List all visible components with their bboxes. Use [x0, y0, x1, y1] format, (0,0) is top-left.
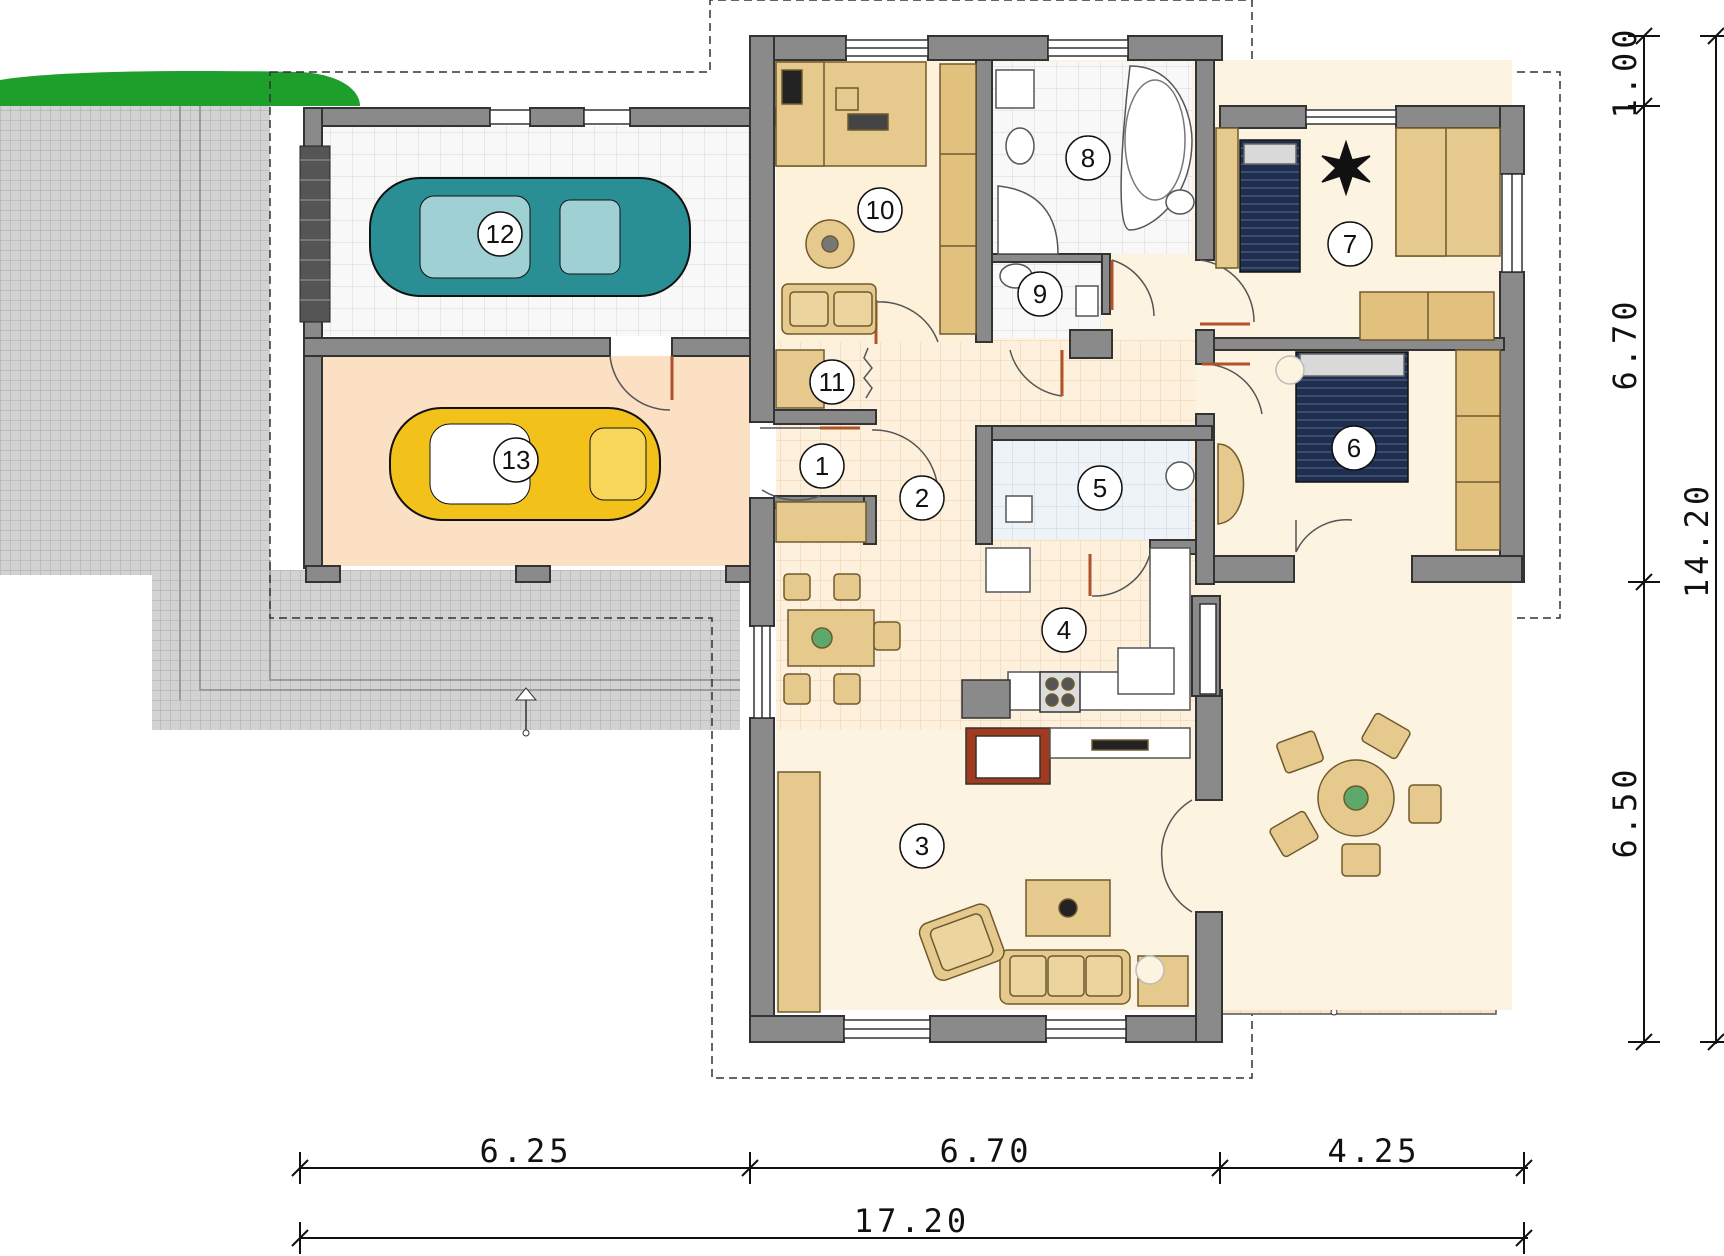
dimension-ticks [291, 27, 1724, 1254]
windows [489, 39, 1523, 1039]
room-7-badge-circle [1327, 221, 1373, 267]
room-11-number: 11 [819, 367, 846, 397]
room-1-number: 1 [815, 451, 829, 481]
room-7-number: 7 [1343, 229, 1357, 259]
dim-right-2: 6.70 [1606, 297, 1644, 390]
room-9-badge: 9 [1017, 271, 1063, 317]
lawn [0, 70, 360, 106]
room-3-number: 3 [915, 831, 929, 861]
garage-door [299, 145, 331, 323]
room-6-number: 6 [1347, 433, 1361, 463]
paved-driveway [0, 106, 740, 730]
dim-right-1: 1.00 [1606, 25, 1644, 118]
room-4-badge: 4 [1041, 607, 1087, 653]
room-3-badge: 3 [899, 823, 945, 869]
room-1-badge: 1 [799, 443, 845, 489]
room-9-badge-circle [1017, 271, 1063, 317]
dim-bottom-2: 6.70 [939, 1132, 1032, 1170]
room-12-number: 12 [486, 219, 515, 249]
room-13-number: 13 [502, 445, 531, 475]
room-4-number: 4 [1057, 615, 1071, 645]
room-12-badge: 12 [477, 211, 523, 257]
room-9-number: 9 [1033, 279, 1047, 309]
room-2-badge-circle [899, 475, 945, 521]
room-7-badge: 7 [1327, 221, 1373, 267]
room-10-badge-circle [857, 187, 903, 233]
furniture [775, 61, 1501, 1013]
room-2-badge: 2 [899, 475, 945, 521]
room-2-number: 2 [915, 483, 929, 513]
room-13-badge-circle [493, 437, 539, 483]
room-3-badge-circle [899, 823, 945, 869]
dimension-lines [300, 36, 1717, 1239]
room-8-badge: 8 [1065, 135, 1111, 181]
room-8-number: 8 [1081, 143, 1095, 173]
dim-bottom-3: 4.25 [1327, 1132, 1420, 1170]
room-11-badge-circle [809, 359, 855, 405]
dim-bottom-total: 17.20 [854, 1202, 970, 1240]
room-4-badge-circle [1041, 607, 1087, 653]
room-6-badge-circle [1331, 425, 1377, 471]
door-swings [609, 259, 1353, 913]
room-5-badge-circle [1077, 465, 1123, 511]
car-teal [369, 177, 691, 297]
room-5-number: 5 [1093, 473, 1107, 503]
dim-right-total: 14.20 [1678, 482, 1716, 598]
room-8-badge-circle [1065, 135, 1111, 181]
room-5-badge: 5 [1077, 465, 1123, 511]
room-6-badge: 6 [1331, 425, 1377, 471]
room-10-badge: 10 [857, 187, 903, 233]
room-12-badge-circle [477, 211, 523, 257]
walls [303, 35, 1525, 1043]
room-1-badge-circle [799, 443, 845, 489]
dim-bottom-1: 6.25 [479, 1132, 572, 1170]
room-13-badge: 13 [493, 437, 539, 483]
room-10-number: 10 [866, 195, 895, 225]
dim-right-3: 6.50 [1606, 765, 1644, 858]
room-11-badge: 11 [809, 359, 855, 405]
roof-outline [269, 0, 1561, 1079]
